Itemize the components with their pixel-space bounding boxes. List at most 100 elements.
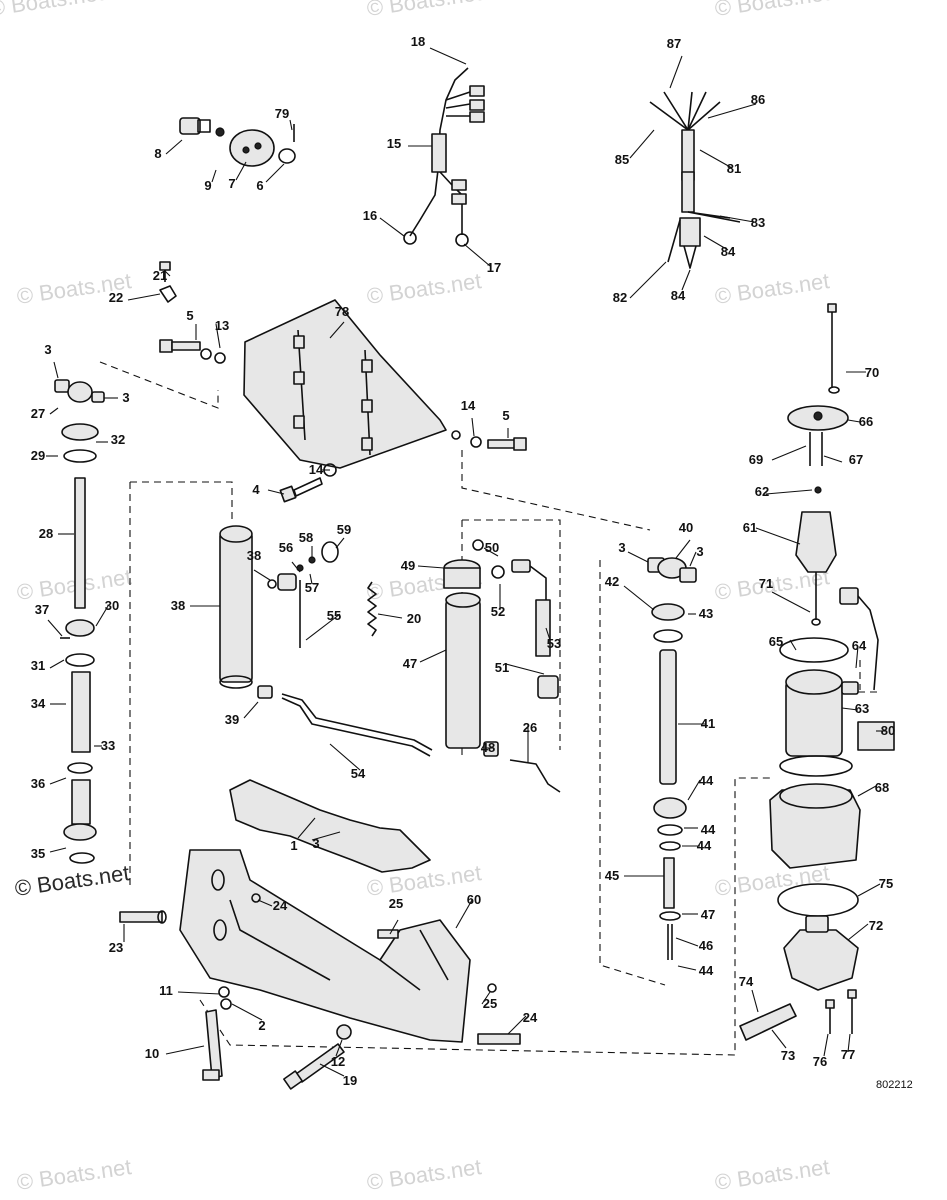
watermark-text: © Boats.net bbox=[713, 268, 831, 309]
callout-number: 61 bbox=[743, 520, 757, 535]
leader-line bbox=[177, 991, 221, 995]
leader-line bbox=[165, 139, 183, 155]
leader-line bbox=[847, 923, 869, 941]
callout-number: 58 bbox=[299, 530, 313, 545]
leader-line bbox=[389, 919, 399, 935]
callout-number: 16 bbox=[363, 208, 377, 223]
callout-number: 44 bbox=[697, 838, 712, 853]
wiring-harness-group bbox=[403, 67, 485, 247]
leader-line bbox=[429, 47, 467, 65]
callout-number: 20 bbox=[407, 611, 421, 626]
left-cylinder-stack bbox=[54, 379, 105, 864]
leader-line bbox=[675, 539, 691, 559]
leader-line bbox=[49, 777, 67, 785]
callout-number: 62 bbox=[755, 484, 769, 499]
leader-line bbox=[689, 551, 697, 567]
watermark-text: © Boats.net bbox=[713, 860, 831, 901]
callout-number: 27 bbox=[31, 406, 45, 421]
callout-number: 35 bbox=[31, 846, 45, 861]
leader-line bbox=[417, 565, 445, 569]
tilt-cylinder-group bbox=[219, 525, 433, 757]
leader-line bbox=[335, 537, 345, 549]
callout-number: 22 bbox=[109, 290, 123, 305]
callout-number: 14 bbox=[309, 462, 324, 477]
callout-number: 45 bbox=[605, 868, 619, 883]
trim-wiring-group bbox=[649, 91, 741, 269]
leader-line bbox=[211, 169, 217, 183]
leader-line bbox=[49, 659, 65, 669]
callout-number: 24 bbox=[523, 1010, 538, 1025]
callout-number: 25 bbox=[483, 996, 497, 1011]
leader-line bbox=[703, 235, 729, 251]
callout-number: 10 bbox=[145, 1046, 159, 1061]
callout-number: 29 bbox=[31, 448, 45, 463]
leader-line bbox=[163, 269, 171, 277]
callout-number: 42 bbox=[605, 574, 619, 589]
callout-number: 31 bbox=[31, 658, 45, 673]
callout-number: 66 bbox=[859, 414, 873, 429]
callout-number: 7 bbox=[228, 176, 235, 191]
leader-line bbox=[675, 937, 699, 947]
callout-number: 67 bbox=[849, 452, 863, 467]
leader-line bbox=[847, 419, 861, 423]
callout-number: 80 bbox=[881, 723, 895, 738]
callout-number: 13 bbox=[215, 318, 229, 333]
leader-line bbox=[707, 103, 757, 119]
callout-number: 39 bbox=[225, 712, 239, 727]
callout-number: 23 bbox=[109, 940, 123, 955]
callout-number: 84 bbox=[671, 288, 686, 303]
callout-number: 50 bbox=[485, 540, 499, 555]
callout-number: 3 bbox=[122, 390, 129, 405]
callout-number: 46 bbox=[699, 938, 713, 953]
spring-group bbox=[367, 581, 377, 637]
callout-number: 83 bbox=[751, 215, 765, 230]
callout-number: 82 bbox=[613, 290, 627, 305]
leader-line bbox=[857, 785, 877, 797]
callout-number: 65 bbox=[769, 634, 783, 649]
callout-number: 43 bbox=[699, 606, 713, 621]
leader-line bbox=[455, 899, 473, 929]
leader-line bbox=[47, 619, 63, 637]
callout-number: 77 bbox=[841, 1047, 855, 1062]
leader-line bbox=[771, 445, 807, 461]
callout-number: 74 bbox=[739, 974, 754, 989]
pump-motor-group bbox=[739, 303, 895, 1041]
callout-number: 47 bbox=[403, 656, 417, 671]
leader-line bbox=[507, 1015, 527, 1035]
callout-number: 40 bbox=[679, 520, 693, 535]
callout-number: 55 bbox=[327, 608, 341, 623]
callout-number: 59 bbox=[337, 522, 351, 537]
leader-line bbox=[681, 269, 691, 291]
leader-line bbox=[235, 161, 247, 181]
leader-line bbox=[379, 217, 405, 237]
watermark-text: © Boats.net bbox=[713, 1154, 831, 1195]
watermark-text: © Boats.net bbox=[713, 0, 831, 21]
callout-number: 36 bbox=[31, 776, 45, 791]
callout-number: 33 bbox=[101, 738, 115, 753]
leader-line bbox=[377, 613, 403, 619]
leader-line bbox=[623, 585, 655, 611]
leader-line bbox=[841, 707, 859, 711]
callout-number: 25 bbox=[389, 896, 403, 911]
leader-line bbox=[215, 323, 221, 349]
leader-line bbox=[687, 779, 701, 801]
leader-line bbox=[53, 361, 59, 379]
leader-line bbox=[311, 831, 341, 841]
watermark-text: © Boats.net bbox=[15, 1154, 133, 1195]
callout-number: 69 bbox=[749, 452, 763, 467]
leader-line bbox=[319, 1063, 345, 1077]
leader-line bbox=[305, 613, 341, 641]
leader-line bbox=[297, 817, 316, 839]
callout-number: 75 bbox=[879, 876, 893, 891]
callout-number: 9 bbox=[204, 178, 211, 193]
callout-number: 78 bbox=[335, 304, 349, 319]
leader-line bbox=[265, 163, 285, 183]
leader-line bbox=[253, 569, 271, 581]
leader-line bbox=[329, 743, 361, 771]
leader-line bbox=[309, 573, 313, 585]
callout-number: 15 bbox=[387, 136, 401, 151]
callout-number: 3 bbox=[696, 544, 703, 559]
callout-number: 18 bbox=[411, 34, 425, 49]
